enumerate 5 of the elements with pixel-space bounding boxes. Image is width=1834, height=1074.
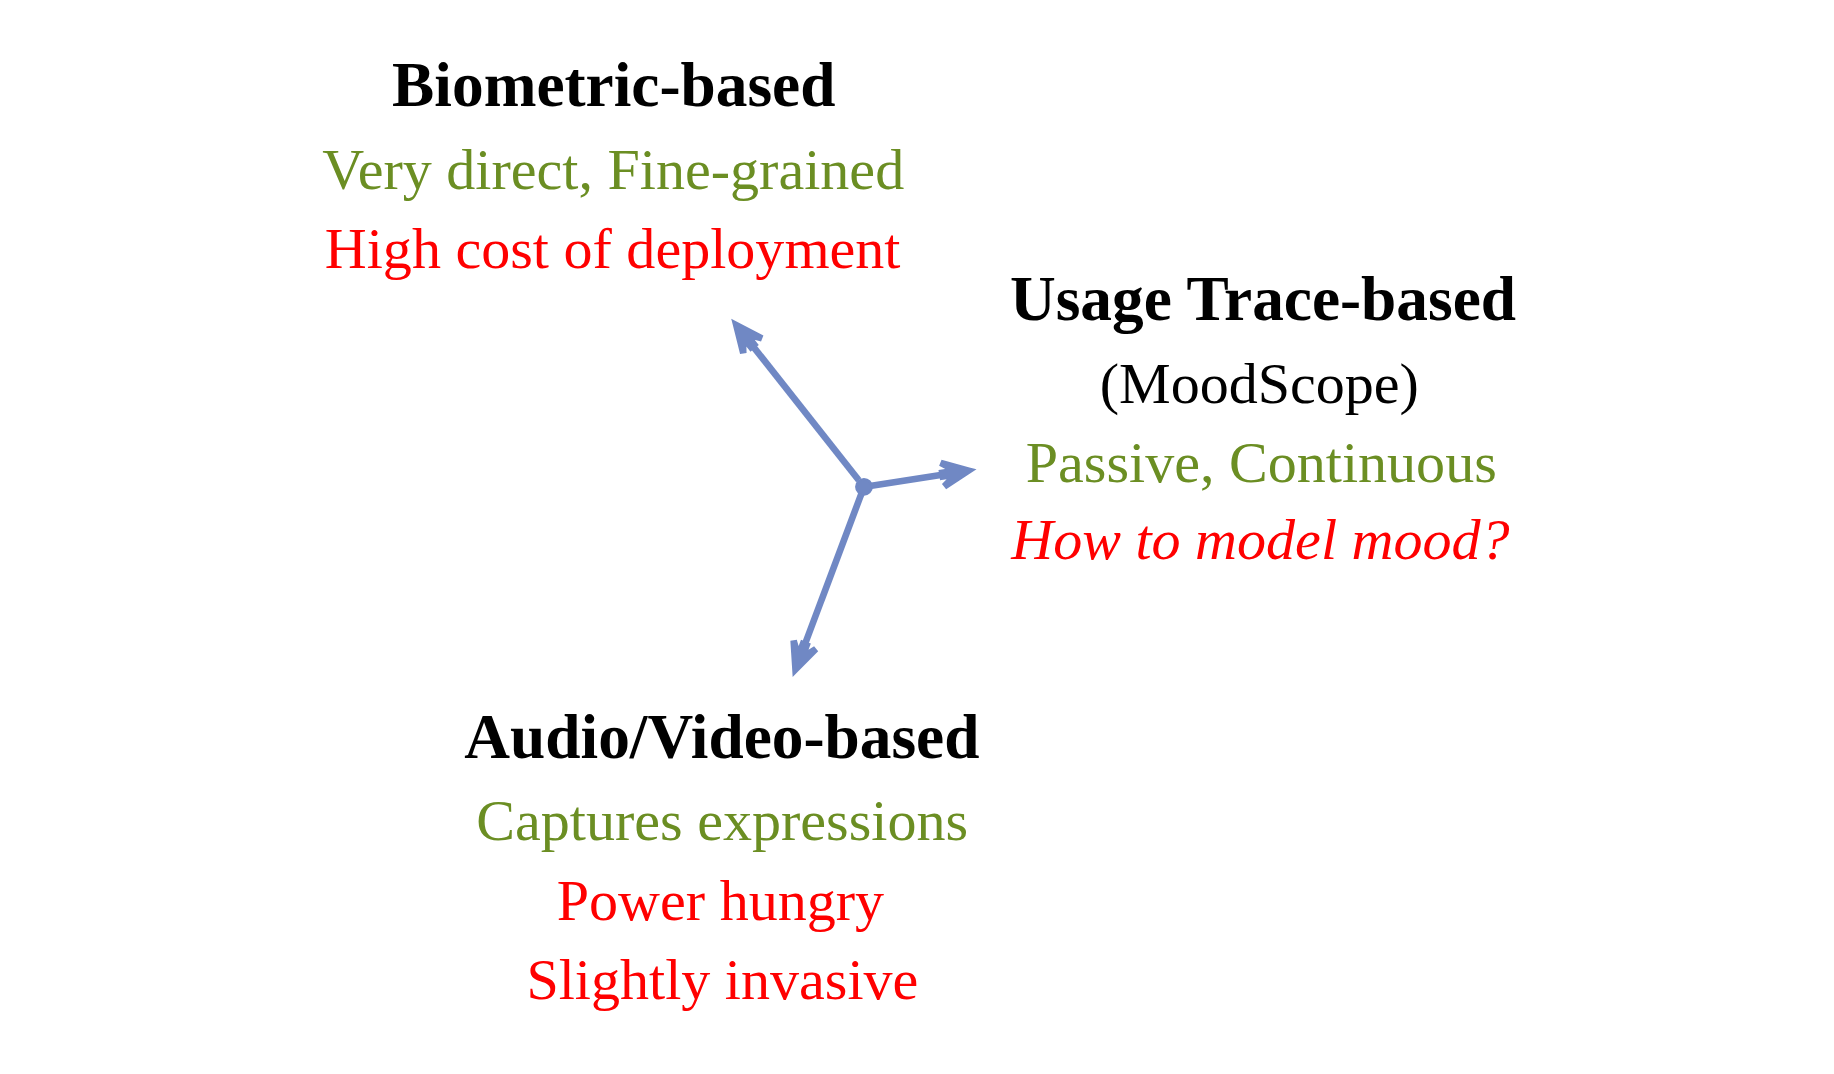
node-text: Biometric-based Very direct, Fine-grained High cost of deployment [321,50,904,282]
arrow [732,321,861,483]
node-text: Usage Trace-based (MoodScope) Passive, Continuous How to model mood? [1009,264,1516,572]
node-text: Audio/Video-based Captures expressions Power hungry Slightly invasive [463,701,979,1012]
node-point [854,477,873,496]
